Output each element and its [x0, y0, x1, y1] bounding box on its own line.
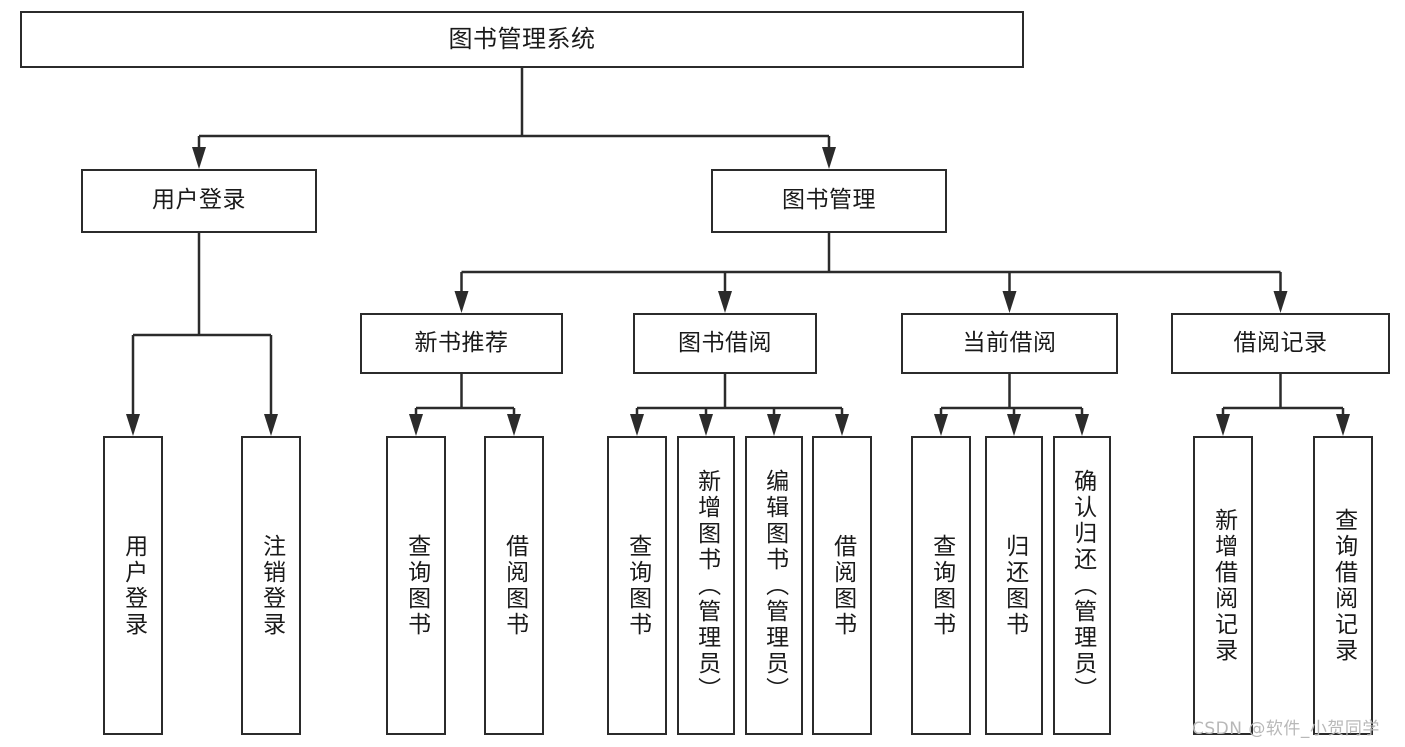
node-leaf-rec-query[interactable]: 查询借阅记录	[1313, 436, 1373, 735]
connector-arrowhead	[718, 291, 732, 313]
node-label-leaf-borrow-lend: 借阅图书	[829, 533, 856, 638]
connector-arrowhead	[1002, 291, 1017, 313]
node-leaf-borrow-query[interactable]: 查询图书	[607, 436, 667, 735]
node-label-leaf-rec-query: 查询借阅记录	[1330, 507, 1357, 664]
connector-arrowhead	[1075, 414, 1089, 436]
node-login[interactable]: 用户登录	[81, 169, 317, 233]
connector-arrowhead	[699, 414, 713, 436]
connector-arrowhead	[126, 414, 140, 436]
node-root[interactable]: 图书管理系统	[20, 11, 1024, 68]
node-leaf-borrow-edit[interactable]: 编辑图书（管理员）	[745, 436, 803, 735]
node-leaf-cur-query[interactable]: 查询图书	[911, 436, 971, 735]
connector-arrowhead	[1273, 291, 1288, 313]
connector-arrowhead	[409, 414, 423, 436]
node-records[interactable]: 借阅记录	[1171, 313, 1390, 374]
node-leaf-user-login[interactable]: 用户登录	[103, 436, 163, 735]
node-leaf-rec-add[interactable]: 新增借阅记录	[1193, 436, 1253, 735]
connector-arrowhead	[822, 147, 836, 169]
node-label-login: 用户登录	[152, 187, 246, 214]
node-label-leaf-user-login: 用户登录	[120, 533, 147, 638]
node-leaf-borrow-lend[interactable]: 借阅图书	[812, 436, 872, 735]
node-label-leaf-rec-add: 新增借阅记录	[1210, 507, 1237, 664]
connector-arrowhead	[934, 414, 948, 436]
node-label-borrow: 图书借阅	[678, 329, 772, 356]
connector-arrowhead	[767, 414, 781, 436]
node-bookmgmt[interactable]: 图书管理	[711, 169, 947, 233]
node-leaf-user-logout[interactable]: 注销登录	[241, 436, 301, 735]
connector-arrowhead	[192, 147, 206, 169]
node-label-leaf-cur-confirm: 确认归还（管理员）	[1069, 468, 1096, 703]
node-leaf-new-query[interactable]: 查询图书	[386, 436, 446, 735]
connector-arrowhead	[1007, 414, 1021, 436]
node-label-records: 借阅记录	[1233, 329, 1328, 356]
node-label-leaf-borrow-add: 新增图书（管理员）	[693, 468, 720, 703]
connector-arrowhead	[264, 414, 278, 436]
node-newbook[interactable]: 新书推荐	[360, 313, 563, 374]
node-label-current: 当前借阅	[962, 329, 1057, 356]
connector-arrowhead	[454, 291, 469, 313]
node-label-leaf-borrow-query: 查询图书	[624, 533, 651, 638]
node-label-leaf-user-logout: 注销登录	[258, 533, 285, 638]
node-label-leaf-borrow-edit: 编辑图书（管理员）	[761, 468, 788, 703]
connector-arrowhead	[1216, 414, 1230, 436]
node-label-leaf-new-query: 查询图书	[403, 533, 430, 638]
node-label-leaf-cur-return: 归还图书	[1001, 533, 1028, 638]
node-leaf-cur-return[interactable]: 归还图书	[985, 436, 1043, 735]
node-leaf-borrow-add[interactable]: 新增图书（管理员）	[677, 436, 735, 735]
connector-arrowhead	[835, 414, 849, 436]
node-leaf-new-borrow[interactable]: 借阅图书	[484, 436, 544, 735]
node-current[interactable]: 当前借阅	[901, 313, 1118, 374]
node-label-leaf-new-borrow: 借阅图书	[501, 533, 528, 638]
node-leaf-cur-confirm[interactable]: 确认归还（管理员）	[1053, 436, 1111, 735]
node-label-leaf-cur-query: 查询图书	[928, 533, 955, 638]
node-label-root: 图书管理系统	[448, 25, 596, 54]
connector-arrowhead	[630, 414, 644, 436]
connector-arrowhead	[507, 414, 521, 436]
node-label-bookmgmt: 图书管理	[782, 187, 876, 214]
node-borrow[interactable]: 图书借阅	[633, 313, 817, 374]
node-label-newbook: 新书推荐	[414, 329, 509, 356]
connector-arrowhead	[1336, 414, 1350, 436]
